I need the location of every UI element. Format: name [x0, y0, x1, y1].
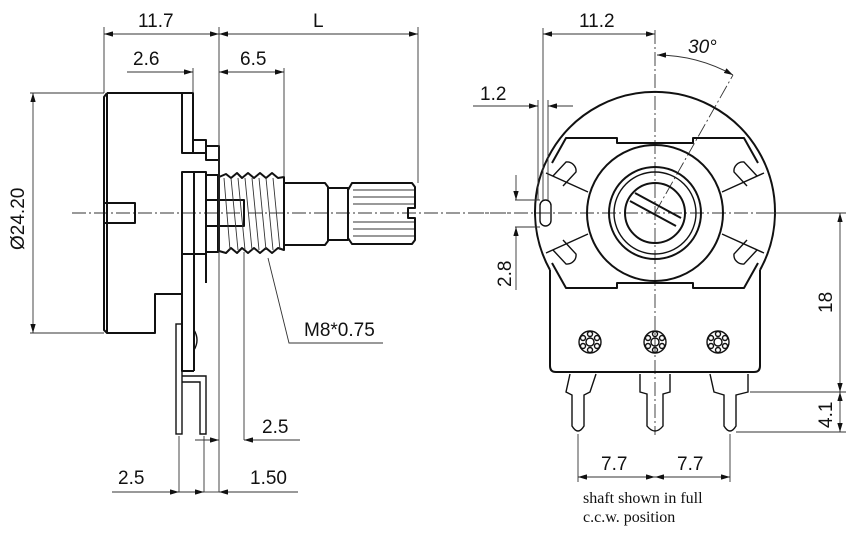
bracket-lower [181, 254, 194, 372]
label-angle: 30° [688, 37, 717, 58]
label-center-offset: 11.2 [579, 11, 615, 32]
rivet-left [578, 330, 602, 354]
rib [545, 172, 589, 193]
housing-step-2 [193, 139, 207, 153]
terminal-pin-right [709, 373, 749, 432]
shaft-collar [284, 182, 329, 246]
label-plate-offset: 1.50 [250, 468, 287, 489]
note-line-2: c.c.w. position [583, 509, 675, 526]
terminal-block [549, 270, 761, 373]
knurl-lines [353, 189, 414, 237]
label-lug-width: 1.2 [480, 84, 506, 105]
flange-plate-c [205, 174, 219, 253]
thread-leader [267, 257, 383, 344]
note-line-1: shaft shown in full [583, 490, 703, 507]
label-body-depth: 11.7 [138, 11, 174, 32]
knurled-shaft-end [347, 182, 416, 245]
slot-bottom-right [733, 239, 758, 265]
housing-outline [534, 90, 776, 271]
housing-step [181, 93, 193, 154]
label-bushing-length: 6.5 [240, 49, 266, 70]
label-step-depth: 2.6 [133, 49, 159, 70]
threaded-bushing [218, 172, 285, 254]
bracket-inner [193, 254, 207, 371]
bracket-dimple [193, 329, 198, 351]
thread-hatch [223, 177, 281, 251]
rivet-center [643, 330, 667, 354]
label-lug-height: 2.8 [495, 261, 516, 287]
bracket-top [551, 137, 759, 164]
side-pin-left [175, 323, 183, 435]
terminal-pin-center [639, 374, 671, 432]
label-diameter: Ø24.20 [8, 188, 29, 250]
shaft-ring [613, 171, 697, 255]
label-shaft-length: L [313, 11, 324, 32]
rib [545, 233, 589, 254]
bracket-bottom [551, 262, 759, 289]
label-pin-length: 4.1 [816, 402, 837, 428]
angle-arc [656, 52, 734, 76]
slot-top-left [552, 161, 577, 187]
terminal-pin-left [565, 373, 597, 432]
rib [721, 172, 765, 193]
shaft-neck [327, 187, 349, 241]
locating-lug [539, 199, 552, 227]
front-view: 11.2 30° 1.2 2.8 18 4.1 7.7 7.7 shaft sh… [470, 11, 846, 526]
internal-stub [103, 202, 136, 224]
label-pin-spacing-left: 7.7 [601, 454, 627, 475]
label-thread: M8*0.75 [304, 320, 375, 341]
side-pin-right [182, 375, 207, 435]
label-pin-spacing-right: 7.7 [677, 454, 703, 475]
rib [721, 233, 765, 254]
label-pin-pitch: 2.5 [118, 468, 144, 489]
nut-ring [608, 166, 702, 260]
slot-top-right [733, 161, 758, 187]
shaft-core [205, 199, 245, 227]
side-view: 11.7 L 2.6 6.5 Ø24.20 M8*0.75 2.5 2.5 1.… [8, 11, 510, 495]
slot-bottom-left [552, 239, 577, 265]
angle-ref-line [654, 74, 734, 214]
label-pin-height: 18 [816, 292, 837, 313]
shaft-slot [629, 192, 682, 227]
rivet-right [706, 330, 730, 354]
shaft-end [624, 182, 686, 244]
label-pin-offset: 2.5 [262, 417, 288, 438]
bushing-ring-outer [586, 144, 724, 282]
